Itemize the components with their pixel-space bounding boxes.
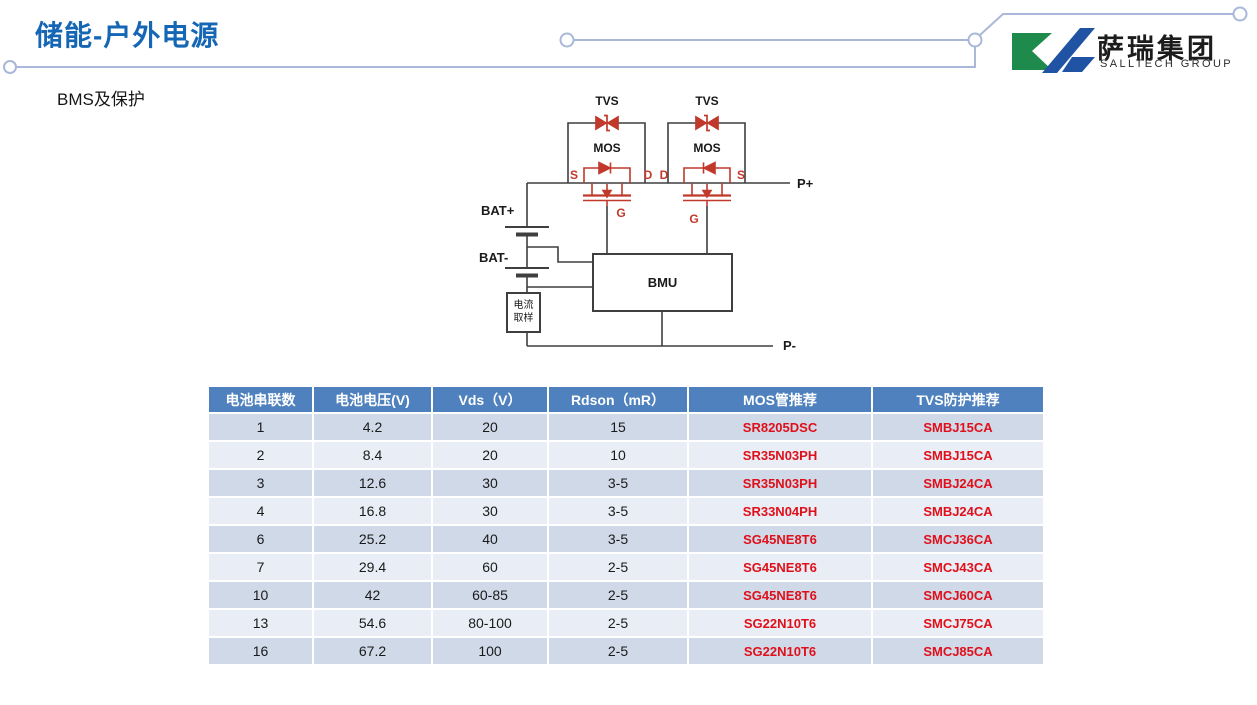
cell-vds: 100 xyxy=(431,636,549,666)
table-row: 3 12.6 30 3-5 SR35N03PH SMBJ24CA xyxy=(207,468,1045,498)
cell-mos-part: SR33N04PH xyxy=(687,496,873,526)
cell-rdson: 2-5 xyxy=(547,636,689,666)
cell-voltage: 54.6 xyxy=(312,608,433,638)
mos1-drain-label: D xyxy=(643,168,653,182)
cell-vds: 20 xyxy=(431,440,549,470)
cell-vds: 20 xyxy=(431,412,549,442)
cell-tvs-part: SMCJ85CA xyxy=(871,636,1045,666)
cell-series: 13 xyxy=(207,608,314,638)
mos2-label: MOS xyxy=(693,141,721,155)
cell-voltage: 42 xyxy=(312,580,433,610)
mos1-gate-label: G xyxy=(616,206,626,220)
col-header-rdson: Rdson（mR） xyxy=(547,385,689,414)
cell-mos-part: SG45NE8T6 xyxy=(687,580,873,610)
mosfet-symbols xyxy=(583,161,731,206)
table-header-row: 电池串联数 电池电压(V) Vds（V） Rdson（mR） MOS管推荐 TV… xyxy=(207,385,1045,414)
cell-tvs-part: SMBJ15CA xyxy=(871,412,1045,442)
bmu-label: BMU xyxy=(647,275,678,290)
circuit-wires xyxy=(505,122,790,347)
table-row: 7 29.4 60 2-5 SG45NE8T6 SMCJ43CA xyxy=(207,552,1045,582)
mos1-source-label: S xyxy=(569,168,579,182)
table-row: 4 16.8 30 3-5 SR33N04PH SMBJ24CA xyxy=(207,496,1045,526)
cell-voltage: 67.2 xyxy=(312,636,433,666)
cell-rdson: 15 xyxy=(547,412,689,442)
current-sample-label: 电流取样 xyxy=(513,300,534,324)
mos1-label: MOS xyxy=(593,141,621,155)
recommendation-table: 电池串联数 电池电压(V) Vds（V） Rdson（mR） MOS管推荐 TV… xyxy=(207,385,1045,666)
tvs-diode-symbols xyxy=(595,114,719,132)
cell-rdson: 10 xyxy=(547,440,689,470)
cell-vds: 60-85 xyxy=(431,580,549,610)
table-row: 16 67.2 100 2-5 SG22N10T6 SMCJ85CA xyxy=(207,636,1045,666)
salltech-logo-icon xyxy=(1012,28,1095,73)
cell-mos-part: SG45NE8T6 xyxy=(687,552,873,582)
cell-rdson: 2-5 xyxy=(547,580,689,610)
cell-mos-part: SR35N03PH xyxy=(687,468,873,498)
cell-voltage: 25.2 xyxy=(312,524,433,554)
cell-rdson: 3-5 xyxy=(547,496,689,526)
cell-mos-part: SG45NE8T6 xyxy=(687,524,873,554)
cell-rdson: 3-5 xyxy=(547,468,689,498)
cell-vds: 60 xyxy=(431,552,549,582)
cell-voltage: 16.8 xyxy=(312,496,433,526)
logo-name-cn: 萨瑞集团 xyxy=(1097,34,1217,64)
col-header-series: 电池串联数 xyxy=(207,385,314,414)
cell-tvs-part: SMBJ24CA xyxy=(871,496,1045,526)
section-subtitle: BMS及保护 xyxy=(57,90,145,109)
mos2-drain-label: D xyxy=(659,168,669,182)
cell-rdson: 2-5 xyxy=(547,608,689,638)
mos2-gate-label: G xyxy=(689,212,699,226)
p-plus-label: P+ xyxy=(797,176,814,191)
cell-mos-part: SG22N10T6 xyxy=(687,636,873,666)
mos2-source-label: S xyxy=(736,168,746,182)
table-row: 1 4.2 20 15 SR8205DSC SMBJ15CA xyxy=(207,412,1045,442)
col-header-mos: MOS管推荐 xyxy=(687,385,873,414)
cell-tvs-part: SMCJ36CA xyxy=(871,524,1045,554)
cell-rdson: 3-5 xyxy=(547,524,689,554)
col-header-tvs: TVS防护推荐 xyxy=(871,385,1045,414)
tvs1-label: TVS xyxy=(595,94,619,108)
cell-mos-part: SG22N10T6 xyxy=(687,608,873,638)
table-row: 2 8.4 20 10 SR35N03PH SMBJ15CA xyxy=(207,440,1045,470)
cell-voltage: 29.4 xyxy=(312,552,433,582)
cell-series: 7 xyxy=(207,552,314,582)
cell-tvs-part: SMCJ75CA xyxy=(871,608,1045,638)
tvs2-label: TVS xyxy=(695,94,719,108)
cell-voltage: 8.4 xyxy=(312,440,433,470)
table-row: 10 42 60-85 2-5 SG45NE8T6 SMCJ60CA xyxy=(207,580,1045,610)
cell-series: 6 xyxy=(207,524,314,554)
cell-voltage: 4.2 xyxy=(312,412,433,442)
bmu-box: BMU xyxy=(592,253,733,312)
logo-name-en: SALLTECH GROUP xyxy=(1100,58,1234,70)
cell-tvs-part: SMBJ15CA xyxy=(871,440,1045,470)
cell-series: 2 xyxy=(207,440,314,470)
current-sample-box: 电流取样 xyxy=(506,292,541,333)
cell-tvs-part: SMCJ60CA xyxy=(871,580,1045,610)
cell-mos-part: SR35N03PH xyxy=(687,440,873,470)
cell-series: 10 xyxy=(207,580,314,610)
cell-series: 4 xyxy=(207,496,314,526)
cell-voltage: 12.6 xyxy=(312,468,433,498)
cell-vds: 40 xyxy=(431,524,549,554)
cell-vds: 30 xyxy=(431,496,549,526)
cell-tvs-part: SMBJ24CA xyxy=(871,468,1045,498)
cell-rdson: 2-5 xyxy=(547,552,689,582)
bat-plus-label: BAT+ xyxy=(481,203,515,218)
cell-series: 1 xyxy=(207,412,314,442)
p-minus-label: P- xyxy=(783,338,796,353)
cell-mos-part: SR8205DSC xyxy=(687,412,873,442)
col-header-vds: Vds（V） xyxy=(431,385,549,414)
table-row: 13 54.6 80-100 2-5 SG22N10T6 SMCJ75CA xyxy=(207,608,1045,638)
cell-series: 16 xyxy=(207,636,314,666)
page-title: 储能-户外电源 xyxy=(35,20,220,51)
cell-tvs-part: SMCJ43CA xyxy=(871,552,1045,582)
col-header-voltage: 电池电压(V) xyxy=(312,385,433,414)
cell-vds: 30 xyxy=(431,468,549,498)
cell-vds: 80-100 xyxy=(431,608,549,638)
table-row: 6 25.2 40 3-5 SG45NE8T6 SMCJ36CA xyxy=(207,524,1045,554)
cell-series: 3 xyxy=(207,468,314,498)
bat-minus-label: BAT- xyxy=(479,250,509,265)
